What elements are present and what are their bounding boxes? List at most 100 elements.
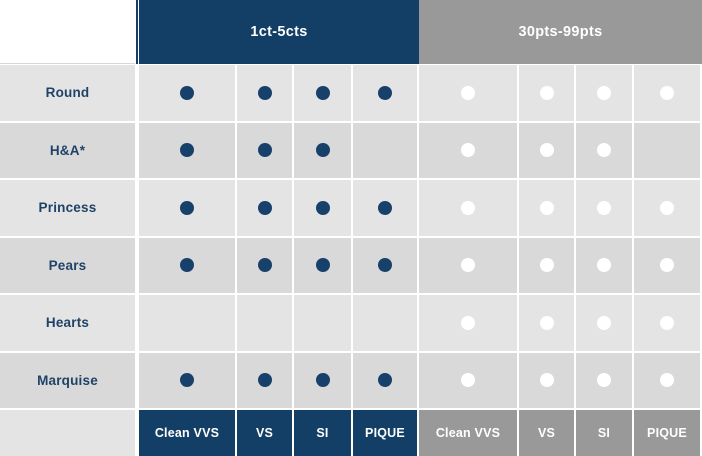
cell-r3-c4 xyxy=(419,237,517,293)
cell-r4-c0 xyxy=(139,295,235,351)
cell-r5-c1 xyxy=(237,352,292,408)
cell-r5-c5 xyxy=(519,352,574,408)
row-label-text: Round xyxy=(45,85,90,101)
dot-limited-icon xyxy=(597,85,611,100)
dot-limited-icon xyxy=(597,258,611,273)
cell-r2-c6 xyxy=(576,180,632,236)
dot-available-icon xyxy=(315,85,330,100)
group-header-label: 30pts-99pts xyxy=(518,24,603,40)
clarity-header-0: Clean VVS xyxy=(139,410,235,456)
dot-empty xyxy=(258,316,272,330)
dot-limited-icon xyxy=(660,373,674,388)
dot-limited-icon xyxy=(597,373,611,388)
cell-r1-c7 xyxy=(634,122,700,178)
row-label-pears: Pears xyxy=(0,237,135,293)
cell-r3-c3 xyxy=(353,237,417,293)
cell-r1-c0 xyxy=(139,122,235,178)
group-header-label: 1ct-5cts xyxy=(250,24,308,40)
dot-available-icon xyxy=(378,85,392,100)
cell-r2-c7 xyxy=(634,180,700,236)
dot-limited-icon xyxy=(597,200,611,215)
cell-r3-c6 xyxy=(576,237,632,293)
cell-r2-c2 xyxy=(294,180,351,236)
dot-limited-icon xyxy=(539,200,554,215)
clarity-header-label: Clean VVS xyxy=(435,426,501,440)
dot-limited-icon xyxy=(660,315,674,330)
dot-available-icon xyxy=(180,85,194,100)
dot-limited-icon xyxy=(539,85,554,100)
row-label-text: Marquise xyxy=(37,372,98,388)
cell-r4-c5 xyxy=(519,295,574,351)
dot-limited-icon xyxy=(539,143,554,158)
row-label-text: Princess xyxy=(38,200,97,216)
dot-available-icon xyxy=(180,258,194,273)
cell-r0-c1 xyxy=(237,65,292,121)
cell-r2-c1 xyxy=(237,180,292,236)
clarity-header-label: SI xyxy=(316,426,329,440)
dot-limited-icon xyxy=(461,85,475,100)
dot-limited-icon xyxy=(461,315,475,330)
row-label-round: Round xyxy=(0,65,135,121)
dot-limited-icon xyxy=(597,315,611,330)
dot-limited-icon xyxy=(461,258,475,273)
cell-r4-c3 xyxy=(353,295,417,351)
group-header-1: 30pts-99pts xyxy=(419,0,702,64)
row-label-h-a-: H&A* xyxy=(0,122,135,178)
dot-available-icon xyxy=(378,200,392,215)
cell-r2-c3 xyxy=(353,180,417,236)
clarity-header-3: PIQUE xyxy=(353,410,417,456)
dot-limited-icon xyxy=(597,143,611,158)
clarity-header-label: VS xyxy=(255,426,274,440)
dot-available-icon xyxy=(315,143,330,158)
dot-limited-icon xyxy=(539,315,554,330)
cell-r5-c0 xyxy=(139,352,235,408)
row-label-text: Pears xyxy=(48,257,87,273)
cell-r1-c6 xyxy=(576,122,632,178)
clarity-header-label: PIQUE xyxy=(365,426,405,440)
cell-r1-c1 xyxy=(237,122,292,178)
cell-r4-c2 xyxy=(294,295,351,351)
dot-available-icon xyxy=(180,200,194,215)
cell-r1-c4 xyxy=(419,122,517,178)
cell-r5-c4 xyxy=(419,352,517,408)
dot-limited-icon xyxy=(461,200,475,215)
cell-r0-c3 xyxy=(353,65,417,121)
dot-empty xyxy=(316,316,330,330)
dot-limited-icon xyxy=(539,373,554,388)
row-label-hearts: Hearts xyxy=(0,295,135,351)
cell-r1-c5 xyxy=(519,122,574,178)
cell-r0-c0 xyxy=(139,65,235,121)
dot-empty xyxy=(378,316,392,330)
dot-available-icon xyxy=(315,258,330,273)
clarity-header-5: VS xyxy=(519,410,574,456)
clarity-header-label: VS xyxy=(537,426,556,440)
corner-rule xyxy=(0,63,135,64)
dot-empty xyxy=(660,143,674,157)
cell-r3-c1 xyxy=(237,237,292,293)
clarity-blank-cell xyxy=(0,410,135,456)
dot-limited-icon xyxy=(461,373,475,388)
cell-r2-c5 xyxy=(519,180,574,236)
cell-r4-c4 xyxy=(419,295,517,351)
cell-r0-c7 xyxy=(634,65,700,121)
cell-r1-c3 xyxy=(353,122,417,178)
row-label-princess: Princess xyxy=(0,180,135,236)
clarity-header-4: Clean VVS xyxy=(419,410,517,456)
clarity-header-6: SI xyxy=(576,410,632,456)
dot-available-icon xyxy=(257,373,272,388)
dot-available-icon xyxy=(257,143,272,158)
dot-empty xyxy=(378,143,392,157)
cell-r4-c7 xyxy=(634,295,700,351)
dot-limited-icon xyxy=(660,258,674,273)
cell-r1-c2 xyxy=(294,122,351,178)
cell-r0-c6 xyxy=(576,65,632,121)
dot-available-icon xyxy=(378,258,392,273)
dot-limited-icon xyxy=(539,258,554,273)
dot-available-icon xyxy=(180,373,194,388)
cell-r0-c4 xyxy=(419,65,517,121)
cell-r0-c5 xyxy=(519,65,574,121)
clarity-header-label: SI xyxy=(597,426,611,440)
dot-limited-icon xyxy=(660,85,674,100)
cell-r5-c6 xyxy=(576,352,632,408)
